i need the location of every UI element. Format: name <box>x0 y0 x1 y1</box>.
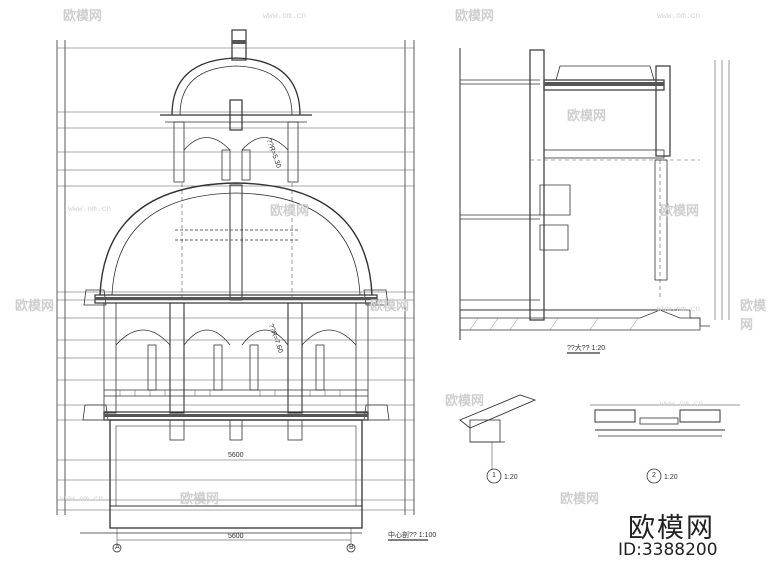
detail-1-number: 1 <box>492 472 496 479</box>
detail-1-scale: 1:20 <box>504 474 518 481</box>
watermark-logo: 欧模网 <box>63 9 103 24</box>
watermark-url: www.om.cn <box>60 495 104 504</box>
detail-2-scale: 1:20 <box>664 474 678 481</box>
detail-section-scale: 1:20 <box>591 345 606 352</box>
brand-id: ID:3388200 <box>618 540 718 560</box>
watermark-logo: 欧模网 <box>560 492 600 507</box>
brand-logo: 欧模网 <box>628 513 715 544</box>
axis-label-right: B <box>349 544 354 551</box>
watermark-url: www.om.cn <box>660 400 704 409</box>
watermark-logo: 欧模网 <box>455 9 495 24</box>
detail-section-title: ??大?? <box>567 345 590 352</box>
bottom-dimension: 5600 <box>228 533 244 540</box>
watermark-logo: 欧模网 <box>270 204 310 219</box>
detail-2-number: 2 <box>652 472 656 479</box>
watermark-logo: 欧模网 <box>660 204 700 219</box>
main-section-title: 中心剖?? <box>388 532 417 539</box>
watermark-url: www.om.cn <box>657 305 701 314</box>
main-section-caption: 中心剖?? 1:100 <box>388 530 436 540</box>
watermark-logo: 欧模网 <box>740 299 767 333</box>
watermark-logo: 欧模网 <box>445 394 485 409</box>
main-section-scale: 1:100 <box>418 532 437 539</box>
axis-label-left: A <box>115 544 120 551</box>
watermark-logo: 欧模网 <box>567 109 607 124</box>
detail-section-caption: ??大?? 1:20 <box>567 343 605 353</box>
watermark-url: www.om.cn <box>263 12 307 21</box>
width-dimension: 5600 <box>228 452 244 459</box>
watermark-logo: 欧模网 <box>15 299 55 314</box>
watermark-logo: 欧模网 <box>370 299 410 314</box>
watermark-logo: 欧模网 <box>180 492 220 507</box>
watermark-url: www.om.cn <box>657 12 701 21</box>
watermark-url: www.om.cn <box>68 205 112 214</box>
